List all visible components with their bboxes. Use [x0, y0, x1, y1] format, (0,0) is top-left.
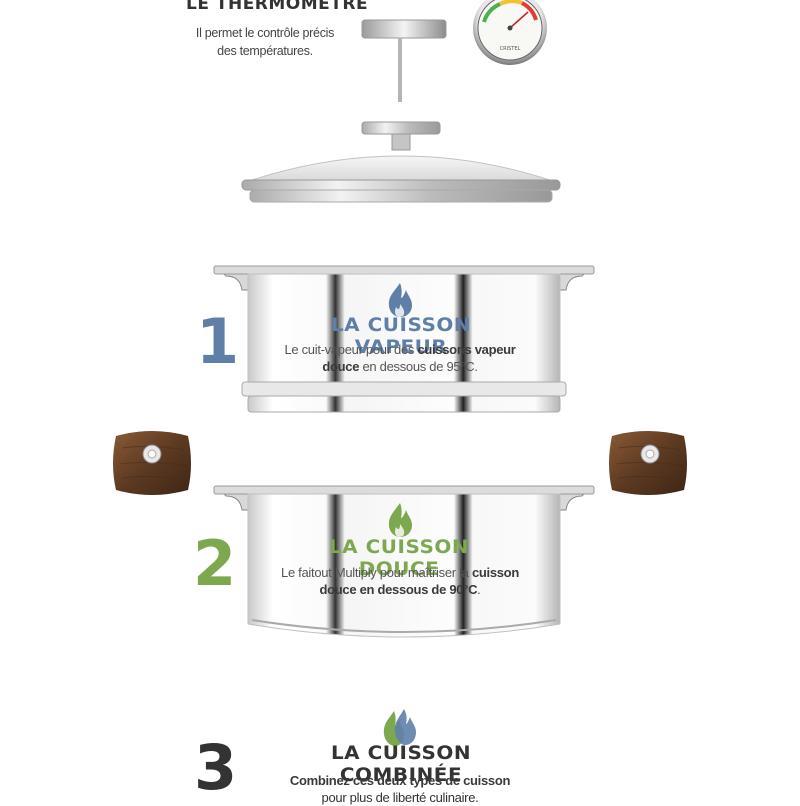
combined-flame-icon [383, 709, 416, 746]
glass-lid [241, 121, 561, 203]
stockpot [213, 485, 595, 638]
wooden-handle-right [609, 431, 687, 495]
thermometer-description: Il permet le contrôle précis des tempéra… [195, 26, 335, 58]
wooden-handle-left [113, 431, 191, 495]
thermometer-dial-icon: CRISTEL [473, 0, 547, 65]
step-1-description: Le cuit-vapeur pour des cuissons vapeur … [284, 342, 516, 374]
thermometer-title: LE THERMOMÈTRE [186, 0, 369, 14]
step-2-number: 2 [193, 527, 237, 600]
step-1-title: LA CUISSON VAPEUR [330, 314, 472, 358]
step-2-title: LA CUISSON DOUCE [328, 536, 470, 580]
step-3-description: Combinez ces deux types de cuisson pour … [289, 773, 511, 805]
step-3-number: 3 [194, 731, 238, 804]
dial-brand: CRISTEL [500, 46, 521, 52]
blue-flame-icon [388, 283, 412, 317]
thermometer-probe [361, 19, 447, 102]
step-2-description: Le faitout Multiply pour maîtriser la cu… [281, 565, 519, 597]
steamer-pot [213, 265, 595, 413]
step-3-title: LA CUISSON COMBINÉE [330, 742, 472, 786]
step-1-number: 1 [196, 305, 240, 378]
green-flame-icon [388, 503, 412, 537]
